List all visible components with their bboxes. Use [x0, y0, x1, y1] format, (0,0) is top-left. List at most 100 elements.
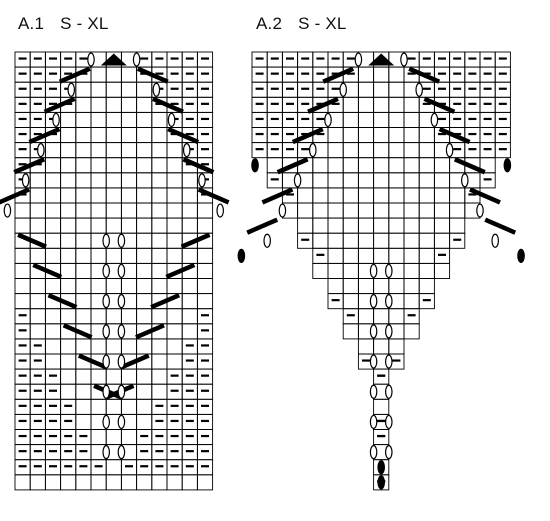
- twisted-stitch-mark: [377, 475, 386, 490]
- chart-cell: [181, 217, 198, 234]
- yarn-over-mark: [117, 445, 126, 460]
- chart-cell: [60, 111, 77, 128]
- chart-cell: [105, 459, 122, 476]
- chart-cell: [449, 232, 466, 249]
- chart-cell: [136, 338, 153, 355]
- chart-cell: [388, 142, 405, 159]
- chart-cell: [403, 232, 420, 249]
- chart-cell: [90, 142, 107, 159]
- chart-cell: [90, 308, 107, 325]
- chart-cell: [44, 474, 62, 491]
- yarn-over-mark: [117, 384, 126, 399]
- chart-cell: [120, 66, 138, 83]
- chart-cell: [373, 308, 390, 325]
- chart-cell: [403, 278, 420, 295]
- chart-cell: [44, 278, 62, 295]
- yarn-over-mark: [384, 324, 393, 339]
- chart-cell: [373, 474, 390, 491]
- chart-cell: [75, 187, 92, 204]
- chart-cell: [75, 232, 92, 249]
- decrease-mark: [261, 187, 294, 205]
- chart-cell: [60, 217, 77, 234]
- decrease-mark: [423, 96, 456, 114]
- chart-cell: [136, 111, 153, 128]
- chart-cell: [75, 142, 92, 159]
- chart-cell: [44, 247, 62, 264]
- chart-cell: [120, 157, 138, 174]
- chart-cell: [373, 232, 390, 249]
- chart-cell: [90, 278, 107, 295]
- chart-cell: [388, 157, 405, 174]
- chart-cell: [166, 232, 183, 249]
- yarn-over-mark: [117, 263, 126, 279]
- yarn-over-mark: [102, 233, 111, 248]
- chart-cell: [120, 308, 138, 325]
- chart-cell: [357, 232, 375, 249]
- chart-cell: [151, 232, 168, 249]
- chart-cell: [196, 262, 214, 279]
- chart-cell: [166, 142, 183, 159]
- yarn-over-mark: [52, 112, 60, 128]
- decrease-mark: [150, 293, 181, 310]
- chart-cell: [136, 398, 153, 415]
- chart-cell: [166, 323, 183, 340]
- chart-cell: [151, 202, 168, 219]
- chart-cell: [181, 187, 198, 204]
- chart-cell: [75, 338, 92, 355]
- chart-cell: [44, 323, 62, 340]
- yarn-over-mark: [182, 143, 191, 158]
- chart-cell: [151, 127, 168, 144]
- chart-cell: [60, 127, 77, 144]
- chart-cell: [120, 142, 138, 159]
- chart-cell: [44, 338, 62, 355]
- chart-cell: [120, 217, 138, 234]
- twisted-stitch-mark: [503, 158, 512, 173]
- chart-cell: [342, 217, 359, 234]
- chart-sizes: S - XL: [60, 14, 109, 33]
- chart-cell: [373, 142, 390, 159]
- double-decrease-mark: [100, 53, 127, 66]
- yarn-over-mark: [339, 82, 348, 97]
- yarn-over-mark: [384, 263, 393, 279]
- chart-cell: [120, 81, 138, 98]
- chart-cell: [151, 383, 168, 400]
- chart-cell: [403, 202, 420, 219]
- yarn-over-mark: [278, 203, 287, 218]
- chart-cell: [357, 127, 375, 144]
- yarn-over-mark: [445, 143, 454, 158]
- chart-cell: [151, 474, 168, 491]
- chart-cell: [196, 293, 214, 310]
- yarn-over-mark: [384, 414, 393, 430]
- chart-cell: [151, 142, 168, 159]
- chart-cell: [60, 308, 77, 325]
- decrease-mark: [47, 293, 78, 310]
- chart-cell: [342, 232, 359, 249]
- decrease-mark: [276, 157, 309, 175]
- chart-cell: [403, 127, 420, 144]
- decrease-mark: [135, 323, 165, 340]
- chart-cell: [29, 323, 46, 340]
- yarn-over-mark: [102, 354, 111, 369]
- chart-cell: [120, 247, 138, 264]
- decrease-mark: [77, 353, 108, 370]
- chart-cell: [312, 172, 329, 189]
- chart-cell: [327, 187, 344, 204]
- chart-cell: [151, 111, 168, 128]
- yarn-over-mark: [132, 52, 141, 67]
- chart-cell: [105, 202, 122, 219]
- chart-cell: [120, 187, 138, 204]
- chart-cell: [90, 187, 107, 204]
- chart-cell: [136, 368, 153, 385]
- decrease-mark: [197, 187, 230, 205]
- yarn-over-mark: [102, 294, 111, 309]
- chart-cell: [120, 127, 138, 144]
- chart-cell: [418, 157, 435, 174]
- chart-cell: [418, 202, 435, 219]
- decrease-mark: [62, 323, 93, 340]
- twisted-stitch-mark: [377, 460, 386, 475]
- chart-cell: [90, 111, 107, 128]
- chart-cell: [357, 217, 375, 234]
- yarn-over-mark: [476, 203, 484, 218]
- chart-cell: [342, 262, 359, 279]
